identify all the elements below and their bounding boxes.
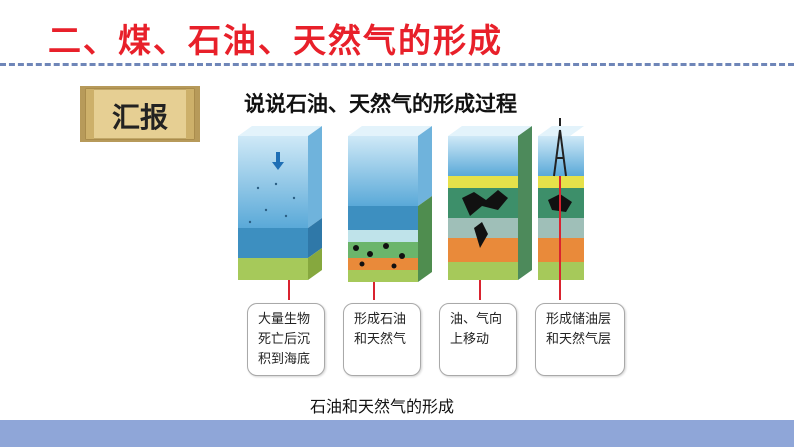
step-box-2: 形成石油 和天然气 <box>343 303 421 376</box>
dashed-divider <box>0 63 794 66</box>
badge-label: 汇报 <box>111 101 168 134</box>
stage-column-3 <box>448 126 532 300</box>
step-line: 积到海底 <box>258 352 311 367</box>
formation-diagram <box>238 118 584 300</box>
step-box-1: 大量生物 死亡后沉 积到海底 <box>247 303 325 376</box>
footer-bar <box>0 420 794 447</box>
step-line: 上移动 <box>450 332 490 347</box>
step-line: 死亡后沉 <box>258 332 311 347</box>
oil-derrick-icon <box>553 118 567 177</box>
stage-column-4 <box>538 118 584 300</box>
step-box-4: 形成储油层 和天然气层 <box>535 303 625 376</box>
section-subtitle: 说说石油、天然气的形成过程 <box>244 92 517 116</box>
scroll-icon <box>80 86 200 142</box>
report-badge: 汇报 <box>78 84 202 144</box>
stage-column-1 <box>238 126 322 300</box>
step-line: 形成石油 <box>354 312 407 327</box>
step-line: 和天然气 <box>354 332 407 347</box>
step-line: 形成储油层 <box>546 312 612 327</box>
page-title: 二、煤、石油、天然气的形成 <box>48 21 503 60</box>
step-line: 大量生物 <box>258 312 311 327</box>
stage-column-2 <box>348 126 432 300</box>
figure-caption: 石油和天然气的形成 <box>310 397 455 416</box>
step-box-3: 油、气向 上移动 <box>439 303 517 376</box>
step-line: 油、气向 <box>450 312 503 327</box>
step-line: 和天然气层 <box>546 332 612 347</box>
